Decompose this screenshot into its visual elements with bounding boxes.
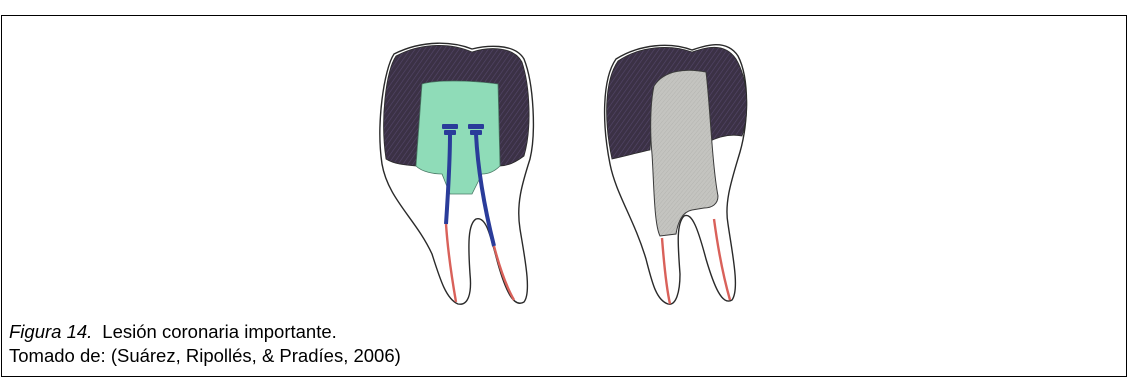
caption-title-line: Figura 14. Lesión coronaria importante. xyxy=(9,320,401,344)
tooth-illustration xyxy=(364,24,776,312)
figure-frame: Figura 14. Lesión coronaria importante. T… xyxy=(1,15,1127,377)
left-tooth xyxy=(380,43,533,304)
figure-title: Lesión coronaria importante. xyxy=(102,321,336,342)
figure-caption: Figura 14. Lesión coronaria importante. T… xyxy=(9,320,401,368)
figure-source: Tomado de: (Suárez, Ripollés, & Pradíes,… xyxy=(9,344,401,368)
figure-label: Figura 14. xyxy=(9,321,92,342)
right-tooth xyxy=(605,45,747,304)
